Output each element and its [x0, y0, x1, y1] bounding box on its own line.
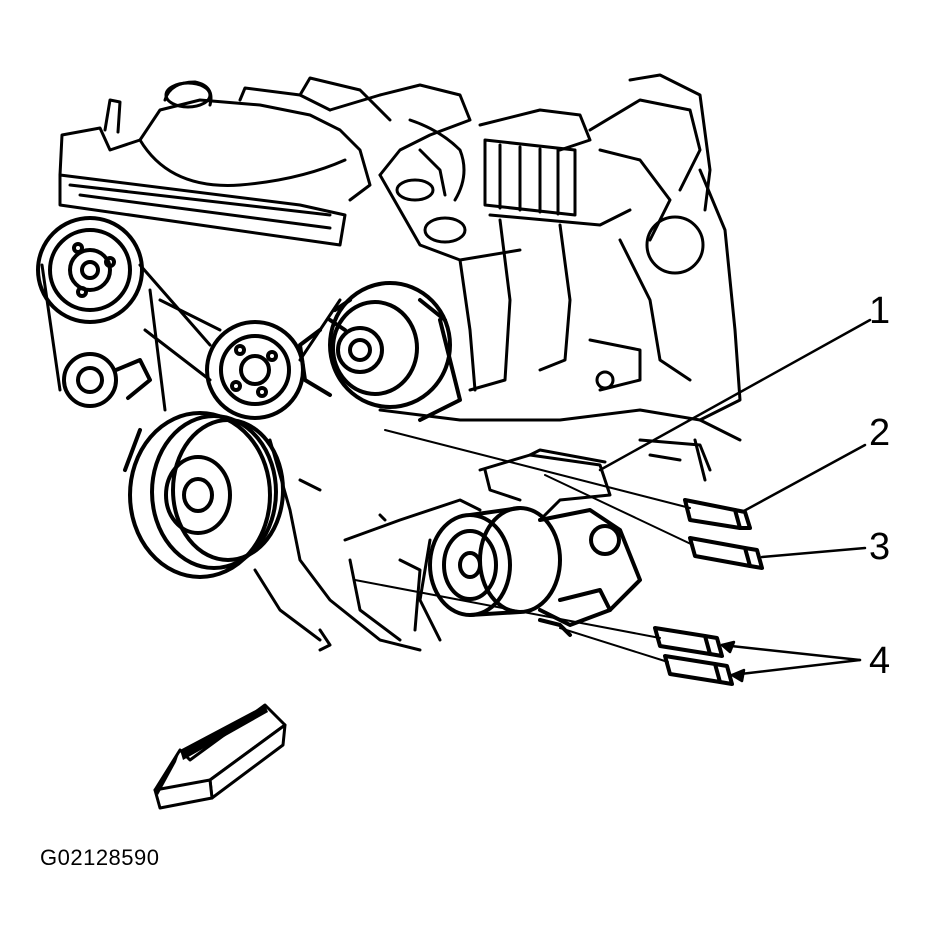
figure-id-label: G02128590	[40, 845, 160, 870]
callout-4: 4	[869, 640, 891, 682]
callout-1: 1	[869, 290, 891, 332]
compressor-bracket	[478, 448, 612, 522]
intake-manifold	[328, 73, 712, 262]
bolt-3	[688, 536, 764, 570]
callout-3: 3	[869, 526, 891, 568]
engine-block	[378, 168, 742, 482]
callout-2: 2	[869, 412, 891, 454]
bolt-4-upper	[653, 626, 724, 658]
callout-leaders	[598, 318, 872, 683]
idler-pulley	[62, 352, 152, 408]
center-pulley	[205, 320, 305, 420]
bolt-2	[683, 498, 752, 530]
front-direction-arrow-icon	[153, 703, 287, 810]
alternator	[298, 281, 462, 422]
alignment-lines	[354, 429, 694, 663]
ac-compressor	[428, 506, 642, 637]
oil-pan	[253, 438, 482, 652]
crankshaft-pulley	[123, 411, 285, 579]
drive-belt	[40, 263, 342, 412]
bolt-4-lower	[663, 654, 734, 686]
upper-left-pulley	[36, 216, 144, 324]
valve-cover	[58, 76, 392, 247]
